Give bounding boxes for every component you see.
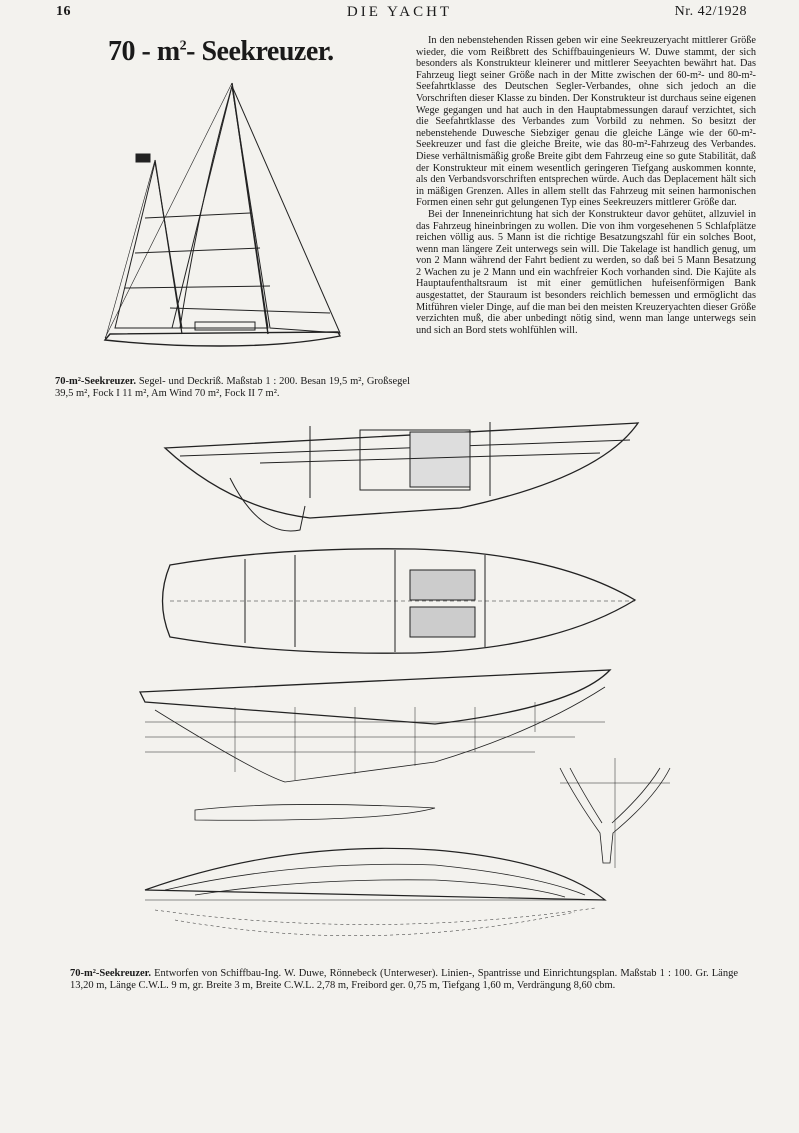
sail-plan-drawing bbox=[103, 82, 342, 347]
accommodation-plan-drawing bbox=[161, 548, 637, 654]
lines-plan-caption: 70-m²-Seekreuzer. Entworfen von Schiffba… bbox=[70, 968, 738, 991]
lines-profile-drawing bbox=[138, 669, 612, 783]
magazine-title: DIE YACHT bbox=[346, 4, 453, 20]
article-title: 70 - m2- Seekreuzer. bbox=[108, 36, 334, 67]
page-number: 16 bbox=[56, 4, 71, 19]
half-breadth-drawing bbox=[144, 804, 607, 936]
body-plan-drawing bbox=[559, 758, 671, 868]
article-paragraph: In den nebenstehenden Rissen geben wir e… bbox=[416, 35, 756, 209]
interior-profile-drawing bbox=[163, 422, 640, 532]
sail-plan-caption: 70-m²-Seekreuzer. Segel- und Deckriß. Ma… bbox=[55, 376, 410, 399]
article-paragraph: Bei der Inneneinrichtung hat sich der Ko… bbox=[416, 208, 756, 336]
issue-number: Nr. 42/1928 bbox=[674, 4, 747, 19]
article-body: In den nebenstehenden Rissen geben wir e… bbox=[416, 35, 756, 336]
